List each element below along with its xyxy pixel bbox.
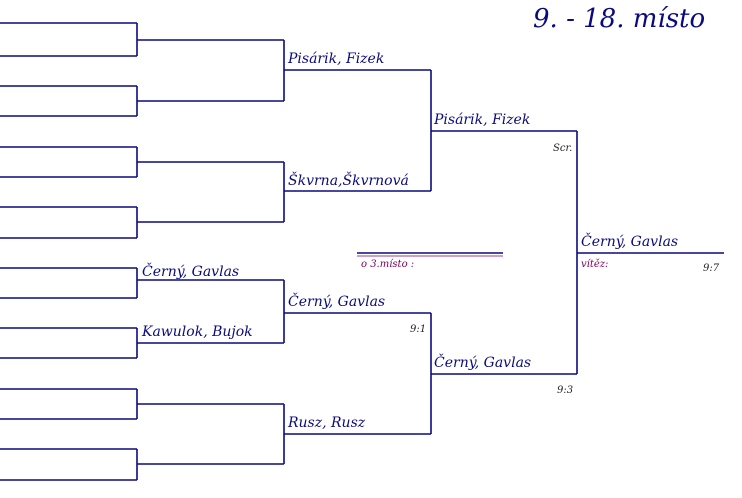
winner-label: vítěz: — [581, 259, 608, 270]
r3-name-1: Pisárik, Fizek — [433, 112, 530, 128]
third-place-label: o 3.místo : — [361, 259, 414, 270]
r1-name-cerny: Černý, Gavlas — [142, 261, 239, 280]
final-score: 9:7 — [703, 263, 720, 274]
r2-score-3: 9:1 — [410, 324, 426, 335]
r2-name-3: Černý, Gavlas — [288, 291, 385, 310]
r3-score-2: 9:3 — [557, 385, 573, 396]
final-winner-name: Černý, Gavlas — [581, 231, 678, 250]
r2-name-2: Škvrna,Škvrnová — [288, 171, 409, 189]
r2-name-1: Pisárik, Fizek — [287, 51, 384, 67]
r3-score-1: Scr. — [553, 143, 572, 154]
r1-name-kawulok: Kawulok, Bujok — [141, 324, 253, 340]
r2-name-4: Rusz, Rusz — [287, 415, 366, 431]
page-title: 9. - 18. místo — [533, 4, 705, 34]
r3-name-2: Černý, Gavlas — [434, 352, 531, 371]
